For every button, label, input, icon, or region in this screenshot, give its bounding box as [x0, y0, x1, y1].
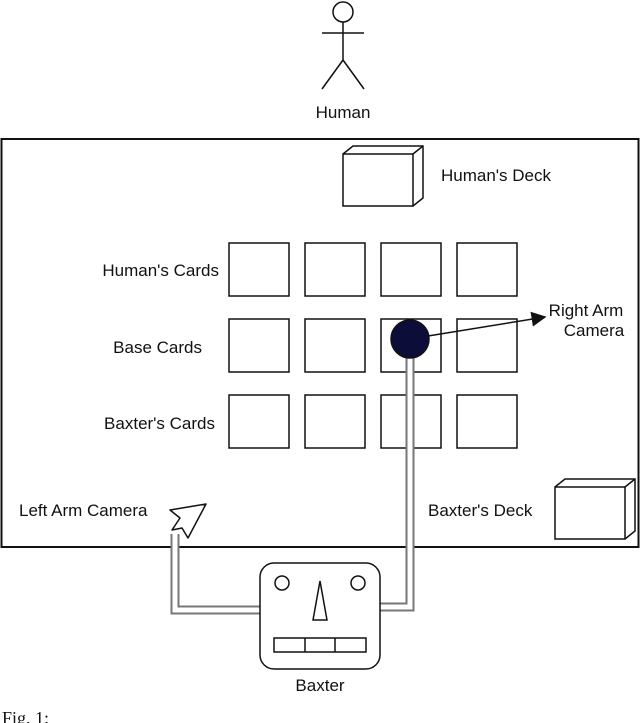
baxter-label: Baxter	[295, 676, 344, 695]
human-card-slot	[304, 242, 366, 297]
base-card-slot	[228, 318, 290, 373]
left-arm	[170, 534, 262, 615]
right-arm-camera-arrow	[427, 311, 547, 337]
table-border	[0, 138, 640, 548]
baxters-cards-label: Baxter's Cards	[104, 414, 215, 433]
baxter-left-eye	[274, 575, 290, 591]
humans-cards-label: Human's Cards	[102, 261, 219, 280]
figure-caption: Fig. 1:	[2, 708, 49, 723]
baxters-deck-box	[554, 478, 636, 540]
right-arm-camera-label-line1: Right Arm	[549, 301, 624, 320]
human-card-slot	[228, 242, 290, 297]
base-cards-label: Base Cards	[113, 338, 202, 357]
right-arm	[380, 345, 415, 612]
humans-deck-box	[342, 145, 424, 207]
humans-deck-label: Human's Deck	[441, 166, 552, 185]
baxter-card-slot	[228, 394, 290, 449]
human-card-slot	[456, 242, 518, 297]
human-card-slot	[380, 242, 442, 297]
human-label: Human	[316, 103, 371, 122]
base-card-slot	[456, 318, 518, 373]
baxter-right-eye	[350, 575, 366, 591]
baxter-nose	[312, 580, 328, 621]
right-arm-camera-icon	[390, 319, 430, 359]
baxters-deck-label: Baxter's Deck	[428, 501, 533, 520]
baxter-card-slot	[456, 394, 518, 449]
baxter-robot-icon	[259, 562, 381, 670]
base-card-slot	[304, 318, 366, 373]
left-arm-camera-label: Left Arm Camera	[19, 501, 148, 520]
baxter-card-slot	[304, 394, 366, 449]
right-arm-camera-label-line2: Camera	[564, 321, 625, 340]
left-arm-camera-icon	[169, 503, 207, 539]
human-figure-icon	[321, 1, 365, 90]
baxter-mouth	[273, 637, 367, 653]
card-grid	[228, 242, 518, 449]
